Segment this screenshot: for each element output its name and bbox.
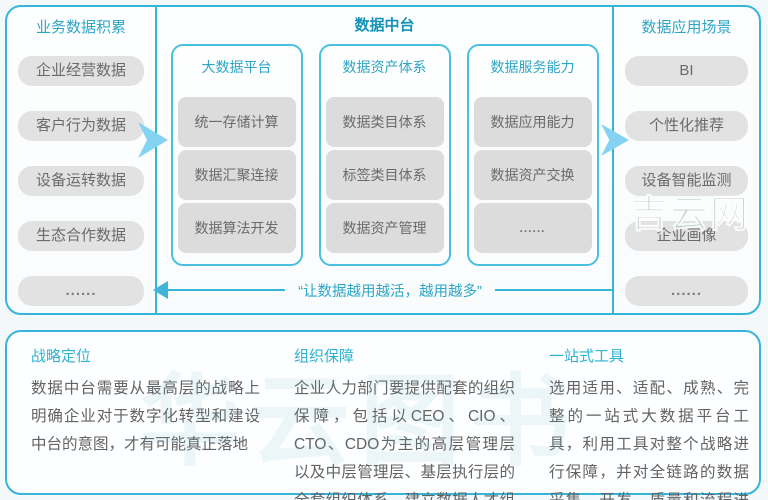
capability-box: 数据汇聚连接 — [177, 150, 296, 200]
watermark-site: 吉云网 — [629, 194, 750, 237]
arrow-left-icon — [153, 281, 168, 299]
top-panel: 业务数据积累 企业经营数据 客户行为数据 设备运转数据 生态合作数据 .....… — [5, 5, 761, 315]
section-heading: 一站式工具 — [549, 348, 625, 365]
bottom-panel: 战略定位 数据中台需要从最高层的战略上明确企业对于数字化转型和建设中台的意图，才… — [5, 330, 761, 500]
data-source-item: 客户行为数据 — [18, 111, 144, 141]
right-column-title: 数据应用场景 — [641, 19, 732, 36]
application-item: 个性化推荐 — [625, 111, 748, 141]
left-column-title: 业务数据积累 — [35, 19, 126, 36]
application-ellipsis: ...... — [625, 276, 748, 306]
capability-box: 数据算法开发 — [177, 203, 296, 253]
section-heading: 组织保障 — [294, 348, 355, 365]
data-source-item: 企业经营数据 — [18, 56, 144, 86]
section-organization: 组织保障 企业人力部门要提供配套的组织保障，包括以CEO、CIO、CTO、CDO… — [270, 332, 525, 500]
feedback-line — [494, 289, 612, 291]
right-column: 数据应用场景 BI 个性化推荐 设备智能监测 企业画像 ...... — [614, 7, 759, 313]
application-item: 设备智能监测 — [625, 166, 748, 196]
feedback-arrow: “让数据越用越活，越用越多” — [153, 279, 612, 301]
left-column: 业务数据积累 企业经营数据 客户行为数据 设备运转数据 生态合作数据 .....… — [7, 7, 155, 313]
data-source-ellipsis: ...... — [18, 276, 144, 306]
section-text: 选用适用、适配、成熟、完整的一站式大数据平台工具，利用工具对整个战略进行保障，并… — [549, 380, 749, 500]
subpanel-data-asset-system: 数据资产体系 数据类目体系 标签类目体系 数据资产管理 — [318, 44, 451, 266]
section-text: 企业人力部门要提供配套的组织保障，包括以CEO、CIO、CTO、CDO为主的高层… — [294, 380, 515, 500]
center-column: 数据中台 大数据平台 统一存储计算 数据汇聚连接 数据算法开发 数据资产体系 数… — [153, 7, 614, 313]
subpanel-title: 大数据平台 — [201, 59, 272, 75]
capability-box: 数据应用能力 — [473, 97, 592, 147]
capability-box: 统一存储计算 — [177, 97, 296, 147]
application-item: BI — [625, 56, 748, 86]
capability-box: 数据资产管理 — [325, 203, 444, 253]
capability-box: 标签类目体系 — [325, 150, 444, 200]
center-column-title: 数据中台 — [354, 17, 415, 34]
subpanel-bigdata-platform: 大数据平台 统一存储计算 数据汇聚连接 数据算法开发 — [170, 44, 303, 266]
capability-box: 数据资产交换 — [473, 150, 592, 200]
subpanel-data-service-capability: 数据服务能力 数据应用能力 数据资产交换 ...... — [466, 44, 599, 266]
feedback-quote: “让数据越用越活，越用越多” — [298, 283, 482, 300]
section-onestop-tools: 一站式工具 选用适用、适配、成熟、完整的一站式大数据平台工具，利用工具对整个战略… — [525, 332, 759, 500]
section-heading: 战略定位 — [31, 348, 92, 365]
subpanel-row: 大数据平台 统一存储计算 数据汇聚连接 数据算法开发 数据资产体系 数据类目体系… — [157, 44, 612, 266]
capability-ellipsis: ...... — [473, 203, 592, 253]
subpanel-title: 数据资产体系 — [342, 59, 427, 75]
feedback-line — [168, 289, 286, 291]
section-text: 数据中台需要从最高层的战略上明确企业对于数字化转型和建设中台的意图，才有可能真正… — [31, 380, 260, 453]
data-source-item: 生态合作数据 — [18, 221, 144, 251]
section-strategy: 战略定位 数据中台需要从最高层的战略上明确企业对于数字化转型和建设中台的意图，才… — [7, 332, 270, 500]
capability-box: 数据类目体系 — [325, 97, 444, 147]
data-source-item: 设备运转数据 — [18, 166, 144, 196]
application-item: 企业画像 — [625, 221, 748, 251]
subpanel-title: 数据服务能力 — [490, 59, 575, 75]
